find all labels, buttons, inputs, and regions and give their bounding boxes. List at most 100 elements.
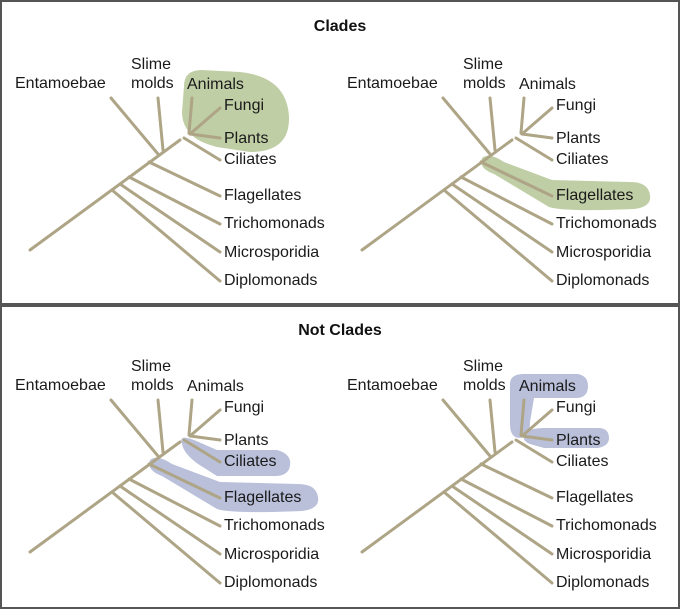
panel-title: Not Clades bbox=[298, 322, 382, 339]
branch-microsporidia bbox=[450, 182, 554, 254]
branch-flagellates bbox=[479, 160, 554, 198]
branch-slime-molds bbox=[156, 398, 165, 454]
branch-plants bbox=[520, 132, 554, 140]
taxon-label-plants: Plants bbox=[556, 432, 600, 449]
branch-slime-molds bbox=[488, 96, 497, 152]
taxon-label-entamoebae: Entamoebae bbox=[347, 75, 438, 92]
branch-trichomonads bbox=[127, 175, 222, 226]
branch-flagellates bbox=[147, 160, 222, 198]
taxon-label-animals: Animals bbox=[519, 378, 576, 395]
taxon-label-molds: molds bbox=[131, 377, 174, 394]
taxon-label-animals: Animals bbox=[187, 76, 244, 93]
branch-microsporidia bbox=[450, 484, 554, 556]
taxon-label-molds: molds bbox=[463, 377, 506, 394]
taxon-label-fungi: Fungi bbox=[224, 399, 264, 416]
taxon-label-molds: molds bbox=[463, 75, 506, 92]
taxon-label-ciliates: Ciliates bbox=[224, 453, 276, 470]
branch-diplomonads bbox=[442, 188, 554, 283]
tree-diagram: Entamoebae Slime molds AnimalsFungiPlantsCi… bbox=[15, 358, 325, 591]
taxon-label-ciliates: Ciliates bbox=[224, 151, 276, 168]
branch-microsporidia bbox=[118, 484, 222, 556]
taxon-label-slime: Slime bbox=[131, 56, 171, 73]
branch-ciliates bbox=[182, 438, 222, 464]
branch-entamoebae bbox=[109, 96, 160, 156]
branch-fungi bbox=[188, 106, 222, 136]
branch-animals bbox=[519, 398, 526, 437]
branch-microsporidia bbox=[118, 182, 222, 254]
tree-trunk bbox=[28, 440, 182, 554]
tree-diagram: Entamoebae Slime molds AnimalsFungiPlantsCi… bbox=[347, 358, 657, 591]
branch-trichomonads bbox=[459, 477, 554, 528]
taxon-label-diplomonads: Diplomonads bbox=[224, 574, 317, 591]
taxon-label-animals: Animals bbox=[187, 378, 244, 395]
taxon-label-microsporidia: Microsporidia bbox=[556, 546, 651, 563]
taxon-label-plants: Plants bbox=[224, 432, 268, 449]
branch-flagellates bbox=[147, 462, 222, 500]
taxon-label-ciliates: Ciliates bbox=[556, 453, 608, 470]
branch-flagellates bbox=[479, 462, 554, 500]
taxon-label-diplomonads: Diplomonads bbox=[224, 272, 317, 289]
taxon-label-slime: Slime bbox=[131, 358, 171, 375]
tree-group: Entamoebae Slime molds AnimalsFungiPlantsCi… bbox=[15, 358, 325, 591]
taxon-label-microsporidia: Microsporidia bbox=[556, 244, 651, 261]
taxon-label-trichomonads: Trichomonads bbox=[556, 517, 657, 534]
branch-fungi bbox=[520, 106, 554, 136]
taxon-label-slime: Slime bbox=[463, 56, 503, 73]
highlight-ciliates bbox=[181, 437, 291, 477]
branch-entamoebae bbox=[441, 96, 492, 156]
taxon-label-slime: Slime bbox=[463, 358, 503, 375]
taxon-label-flagellates: Flagellates bbox=[556, 489, 633, 506]
taxon-label-flagellates: Flagellates bbox=[224, 187, 301, 204]
panel-title: Clades bbox=[313, 18, 367, 35]
taxon-label-animals: Animals bbox=[519, 76, 576, 93]
taxon-label-plants: Plants bbox=[224, 130, 268, 147]
taxon-label-entamoebae: Entamoebae bbox=[15, 75, 106, 92]
branch-diplomonads bbox=[110, 188, 222, 283]
branch-ciliates bbox=[182, 136, 222, 162]
taxon-label-entamoebae: Entamoebae bbox=[347, 377, 438, 394]
taxon-label-trichomonads: Trichomonads bbox=[556, 215, 657, 232]
branch-fungi bbox=[520, 408, 554, 438]
branch-trichomonads bbox=[459, 175, 554, 226]
taxon-label-fungi: Fungi bbox=[224, 97, 264, 114]
branch-slime-molds bbox=[156, 96, 165, 152]
highlight-animals bbox=[510, 374, 588, 438]
branch-diplomonads bbox=[110, 490, 222, 585]
taxon-label-fungi: Fungi bbox=[556, 97, 596, 114]
tree-trunk bbox=[360, 138, 514, 252]
branch-fungi bbox=[188, 408, 222, 438]
branch-diplomonads bbox=[442, 490, 554, 585]
branch-entamoebae bbox=[109, 398, 160, 458]
branch-animals bbox=[519, 96, 526, 135]
branch-plants bbox=[188, 132, 222, 140]
branch-animals bbox=[187, 398, 194, 437]
branch-trichomonads bbox=[127, 477, 222, 528]
branch-ciliates bbox=[514, 438, 554, 464]
taxon-label-trichomonads: Trichomonads bbox=[224, 517, 325, 534]
taxon-label-diplomonads: Diplomonads bbox=[556, 574, 649, 591]
highlight-plants bbox=[523, 428, 609, 448]
branch-entamoebae bbox=[441, 398, 492, 458]
branch-plants bbox=[520, 434, 554, 442]
taxon-label-flagellates: Flagellates bbox=[556, 187, 633, 204]
highlight-flagellates bbox=[481, 155, 651, 211]
branch-slime-molds bbox=[488, 398, 497, 454]
branch-plants bbox=[188, 434, 222, 442]
tree-group: Entamoebae Slime molds AnimalsFungiPlantsCi… bbox=[347, 358, 657, 591]
taxon-label-entamoebae: Entamoebae bbox=[15, 377, 106, 394]
taxon-label-microsporidia: Microsporidia bbox=[224, 546, 319, 563]
taxon-label-microsporidia: Microsporidia bbox=[224, 244, 319, 261]
tree-trunk bbox=[28, 138, 182, 252]
tree-trunk bbox=[360, 440, 514, 554]
taxon-label-fungi: Fungi bbox=[556, 399, 596, 416]
taxon-label-plants: Plants bbox=[556, 130, 600, 147]
taxon-label-trichomonads: Trichomonads bbox=[224, 215, 325, 232]
highlight-animals-fungi-plants bbox=[182, 70, 290, 152]
